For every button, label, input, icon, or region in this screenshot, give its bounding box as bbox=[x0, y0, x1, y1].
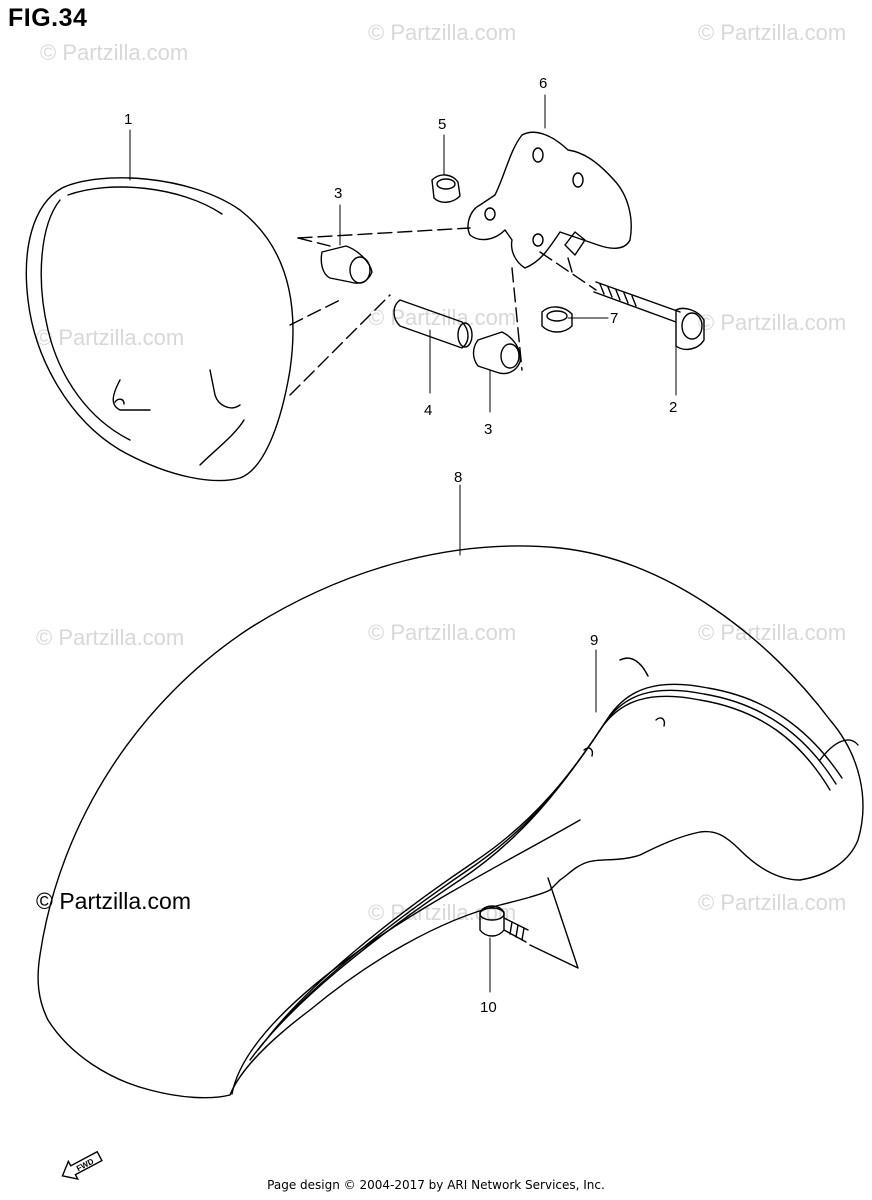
footer-copyright: Page design © 2004-2017 by ARI Network S… bbox=[267, 1178, 605, 1192]
callout-2: 2 bbox=[669, 399, 677, 416]
watermark: © Partzilla.com bbox=[698, 890, 846, 915]
watermark: © Partzilla.com bbox=[698, 20, 846, 45]
callout-3-upper: 3 bbox=[334, 185, 342, 202]
leader-lines bbox=[129, 94, 677, 993]
watermark: © Partzilla.com bbox=[36, 625, 184, 650]
fwd-arrow-icon: FWD bbox=[61, 1150, 103, 1181]
collar-part-lower bbox=[472, 331, 521, 375]
watermark: © Partzilla.com bbox=[698, 620, 846, 645]
headlight-housing-part bbox=[25, 177, 294, 482]
callout-4: 4 bbox=[424, 402, 432, 419]
watermark: © Partzilla.com bbox=[698, 310, 846, 335]
callout-8: 8 bbox=[454, 469, 462, 486]
watermark: © Partzilla.com bbox=[36, 325, 184, 350]
watermark: © Partzilla.com bbox=[368, 20, 516, 45]
callout-5: 5 bbox=[438, 116, 446, 133]
callout-10: 10 bbox=[480, 999, 497, 1016]
watermark-layer: © Partzilla.com © Partzilla.com © Partzi… bbox=[36, 20, 846, 925]
callout-6: 6 bbox=[539, 75, 547, 92]
bracket-part bbox=[467, 131, 632, 273]
callout-layer: 1 2 3 3 4 5 6 7 8 9 10 bbox=[124, 75, 677, 1016]
watermark-prominent: © Partzilla.com bbox=[36, 888, 191, 914]
callout-1: 1 bbox=[124, 111, 132, 128]
bolt-part bbox=[593, 281, 705, 351]
watermark: © Partzilla.com bbox=[368, 305, 516, 330]
assembly-lines bbox=[289, 227, 597, 396]
collar-part-upper bbox=[320, 245, 373, 284]
callout-7: 7 bbox=[610, 310, 618, 327]
callout-9: 9 bbox=[590, 632, 598, 649]
front-fender-part bbox=[37, 545, 864, 1099]
watermark: © Partzilla.com bbox=[40, 40, 188, 65]
nut-part-5 bbox=[431, 174, 461, 203]
figure-title: FIG.34 bbox=[8, 4, 88, 32]
watermark: © Partzilla.com bbox=[368, 620, 516, 645]
spacer-part bbox=[393, 299, 473, 349]
watermark: © Partzilla.com bbox=[368, 900, 516, 925]
bolt-part-10 bbox=[479, 905, 529, 943]
fender-mount-lines bbox=[529, 877, 579, 969]
callout-3-lower: 3 bbox=[484, 421, 492, 438]
nut-part-7 bbox=[541, 306, 573, 333]
